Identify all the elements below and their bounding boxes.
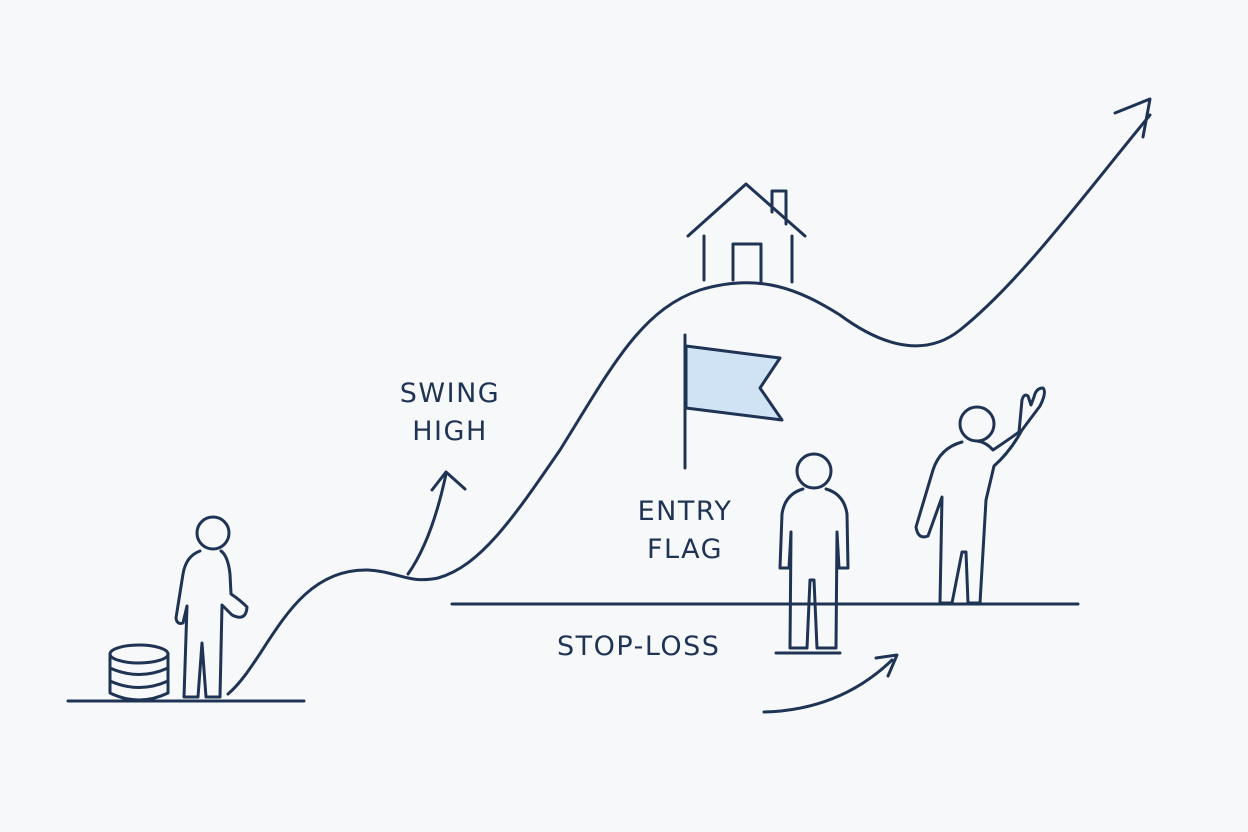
coin-stack-icon — [110, 645, 168, 700]
bottom-curved-arrow — [764, 655, 897, 712]
stop-loss-label: STOP-LOSS — [557, 628, 720, 666]
house-icon — [688, 184, 805, 282]
person-standing-icon — [776, 454, 848, 653]
swing-high-label: SWING HIGH — [380, 375, 520, 451]
flag-icon — [685, 335, 782, 468]
arrow-up-right-icon — [1115, 99, 1150, 137]
person-waving-icon — [916, 388, 1044, 603]
entry-flag-label: ENTRY FLAG — [615, 493, 755, 569]
person-standing-icon — [176, 517, 247, 697]
swing-high-arrow — [408, 472, 465, 574]
